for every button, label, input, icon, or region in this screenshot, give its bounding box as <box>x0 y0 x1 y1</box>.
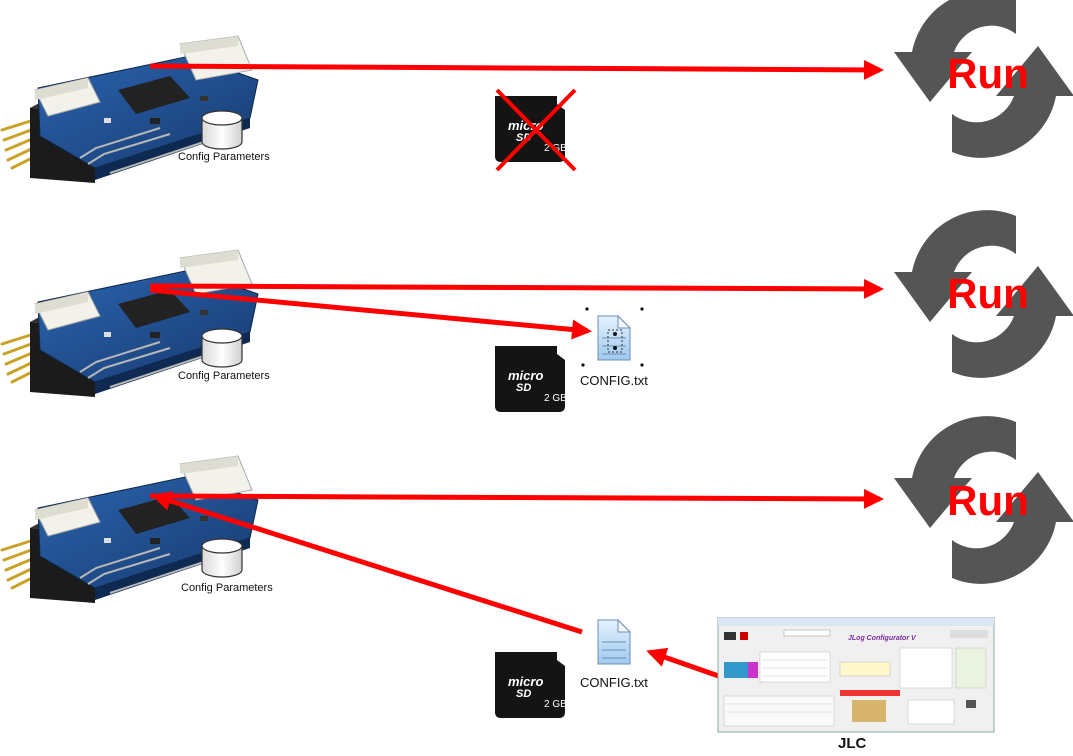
sd-capacity-3: 2 GB <box>544 699 567 710</box>
config-file-icon-3 <box>597 619 631 665</box>
arrow-jlc-to-file-3 <box>646 647 731 683</box>
row-3: Run micro SD 2 GB JLog Configurator V <box>0 416 1073 733</box>
sd-line1-3: micro <box>508 674 543 689</box>
config-file-label-3: CONFIG.txt <box>580 675 648 690</box>
config-parameters-label-2: Config Parameters <box>178 370 270 382</box>
run-label-1: Run <box>947 50 1029 97</box>
jlc-label: JLC <box>838 735 867 752</box>
run-label-3: Run <box>947 477 1029 524</box>
config-file-icon-2 <box>581 307 644 367</box>
sd-line2-3: SD <box>516 688 531 700</box>
sd-line2-2: SD <box>516 382 531 394</box>
run-label-2: Run <box>947 270 1029 317</box>
arrow-run-3 <box>149 488 884 509</box>
microsd-card-1: micro SD 2 GB <box>495 88 577 172</box>
microsd-card-3: micro SD 2 GB <box>495 652 567 718</box>
arrow-run-1 <box>149 59 884 80</box>
config-parameters-label-3: Config Parameters <box>181 582 273 594</box>
cross-out-icon <box>495 88 577 172</box>
arrow-run-2 <box>149 278 884 299</box>
logger-board-3 <box>0 454 260 605</box>
row-1: Run micro SD 2 GB <box>0 0 1073 185</box>
microsd-card-2: micro SD 2 GB <box>495 346 567 412</box>
config-parameters-label-1: Config Parameters <box>178 151 270 163</box>
jlc-app-window: JLog Configurator V <box>717 617 995 733</box>
database-icon-1 <box>201 110 243 150</box>
database-icon-3 <box>201 538 243 578</box>
row-2: Run micro SD 2 GB <box>0 210 1073 412</box>
sd-line1-2: micro <box>508 368 543 383</box>
config-file-label-2: CONFIG.txt <box>580 373 648 388</box>
database-icon-2 <box>201 328 243 368</box>
arrow-file-to-board-3 <box>151 491 583 635</box>
arrow-to-file-2 <box>149 287 592 340</box>
jlc-window-title: JLog Configurator V <box>848 635 917 642</box>
sd-capacity-2: 2 GB <box>544 393 567 404</box>
